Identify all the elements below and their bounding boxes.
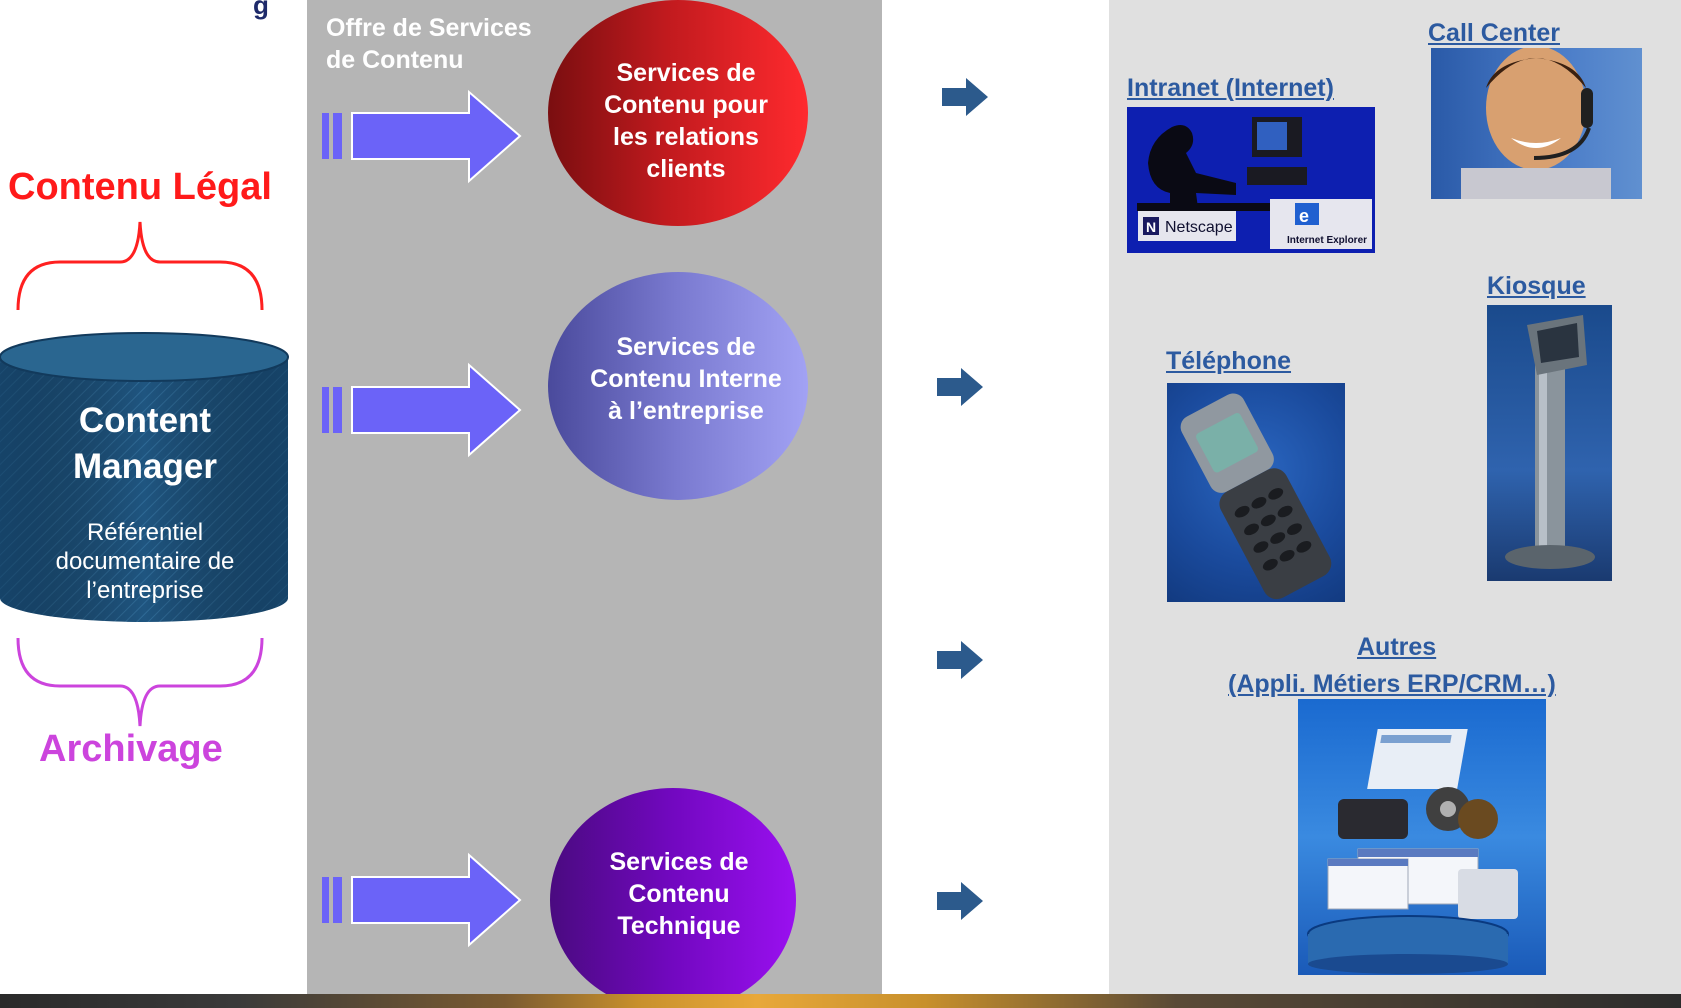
kiosque-picture: [1487, 305, 1612, 581]
top-brace: [16, 221, 264, 311]
service-arrow-2: [322, 362, 522, 458]
legal-content-label: Contenu Légal: [8, 166, 272, 208]
service-arrow-1: [322, 89, 522, 184]
service-label-customer: Services de Contenu pour les relations c…: [604, 59, 768, 183]
content-manager-cylinder: [0, 332, 289, 622]
repository-title: Content Manager: [73, 401, 217, 486]
services-offer-header: Offre de Services de Contenu: [326, 14, 532, 74]
call-center-link[interactable]: Call Center: [1428, 19, 1560, 47]
ie-logo: Internet Explorer: [1287, 235, 1367, 246]
svg-text:N: N: [1146, 219, 1156, 235]
service-circle-technical: [550, 788, 796, 997]
braces-and-repository: [0, 221, 289, 727]
service-circle-internal: [548, 272, 808, 500]
service-circle-customer: [548, 0, 808, 226]
bottom-brace: [16, 637, 264, 727]
telephone-link[interactable]: Téléphone: [1166, 347, 1292, 375]
other-apps-picture: [1298, 699, 1546, 975]
netscape-logo: Netscape: [1165, 219, 1233, 236]
autres-link[interactable]: Autres: [1357, 633, 1437, 661]
bottom-decorative-bar: [0, 994, 1681, 1008]
svg-text:e: e: [1299, 206, 1309, 226]
intranet-link[interactable]: Intranet (Internet): [1127, 74, 1334, 102]
channel-arrow-1: [942, 78, 988, 116]
service-label-technical: Services de Contenu Technique: [609, 848, 749, 940]
service-label-internal: Services de Contenu Interne à l’entrepri…: [590, 333, 782, 425]
service-arrow-3: [322, 852, 522, 948]
telephone-picture: [1167, 383, 1345, 602]
repository-subtitle: Référentiel documentaire de l’entreprise: [55, 519, 235, 604]
autres-apps-link[interactable]: (Appli. Métiers ERP/CRM…): [1228, 670, 1556, 698]
intranet-picture: N Netscape e Internet Explorer: [1127, 107, 1375, 253]
archive-label: Archivage: [39, 728, 223, 770]
channel-arrow-2: [937, 368, 983, 406]
services-diagram: [322, 0, 808, 997]
channel-arrow-4: [937, 882, 983, 920]
call-center-picture: [1431, 48, 1642, 199]
kiosque-link[interactable]: Kiosque: [1487, 272, 1586, 300]
channel-arrow-3: [937, 641, 983, 679]
